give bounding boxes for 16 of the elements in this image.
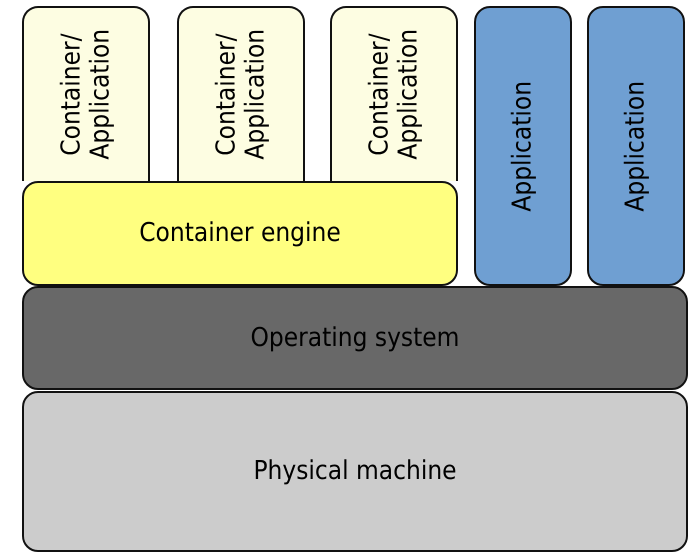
application-box: [474, 6, 572, 286]
layer-label: Container/ Application: [212, 30, 270, 160]
hardware-layer: [22, 391, 688, 552]
layer-label: Application: [622, 80, 650, 214]
engine-layer: [22, 181, 458, 286]
layer-label: Operating system: [250, 324, 460, 352]
layer-label: Application: [508, 80, 538, 214]
container-box: [330, 6, 458, 181]
container-box: [177, 6, 305, 181]
application-box: [587, 6, 685, 286]
container-box: [22, 6, 150, 181]
os-layer: [22, 286, 688, 390]
layer-label: Container/ Application: [365, 30, 423, 160]
layer-label: Physical machine: [253, 457, 457, 486]
layer-label: Container/ Application: [57, 30, 115, 160]
layer-label: Container engine: [139, 219, 341, 248]
